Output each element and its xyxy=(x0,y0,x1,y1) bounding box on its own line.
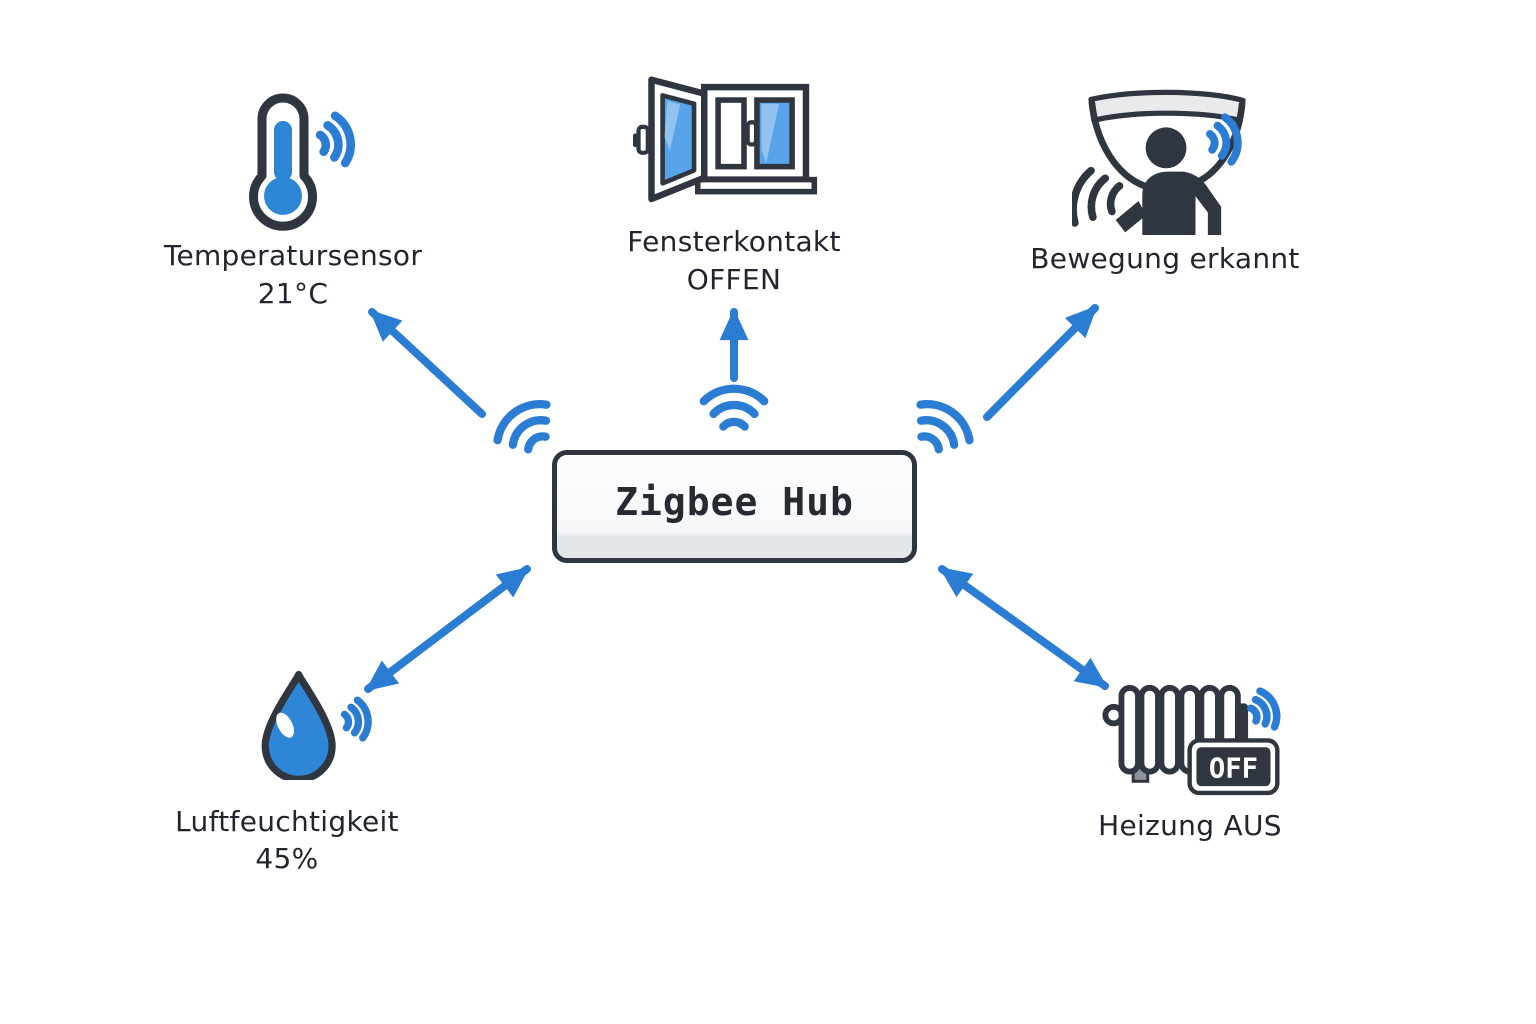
temperature-label: Temperatursensor xyxy=(163,239,423,272)
arrow-hub-to-temperature xyxy=(368,308,486,418)
radiator-icon: OFF xyxy=(1102,684,1281,796)
thermometer-icon xyxy=(249,93,355,231)
humidity-value: 45% xyxy=(255,842,319,875)
temperature-value: 21°C xyxy=(257,277,329,310)
wifi-signal-icon xyxy=(1206,113,1242,166)
heating-label: Heizung AUS xyxy=(1098,809,1282,842)
window-label: Fensterkontakt xyxy=(627,225,841,258)
off-badge: OFF xyxy=(1187,738,1280,796)
water-drop-icon xyxy=(261,670,372,781)
hub-label: Zigbee Hub xyxy=(615,479,854,524)
hub-node: Zigbee Hub xyxy=(552,450,917,563)
motion-waves xyxy=(1072,166,1124,227)
wifi-signal-icon xyxy=(493,400,551,454)
motion-sensor-icon xyxy=(1072,89,1246,236)
arrow-hub-humidity-bidirectional xyxy=(364,565,531,693)
open-window-icon xyxy=(633,76,818,203)
arrow-hub-to-motion xyxy=(983,304,1099,421)
wifi-signal-icon xyxy=(340,696,372,742)
humidity-label: Luftfeuchtigkeit xyxy=(175,805,399,838)
arrow-hub-heating-bidirectional xyxy=(938,565,1109,690)
wifi-signal-icon xyxy=(315,111,355,168)
window-value: OFFEN xyxy=(686,263,782,296)
wifi-signal-icon xyxy=(916,400,974,454)
motion-label: Bewegung erkannt xyxy=(1030,242,1300,275)
off-badge-text: OFF xyxy=(1209,753,1258,784)
wifi-signal-icon xyxy=(699,384,769,431)
wifi-signal-icon xyxy=(1247,687,1281,731)
